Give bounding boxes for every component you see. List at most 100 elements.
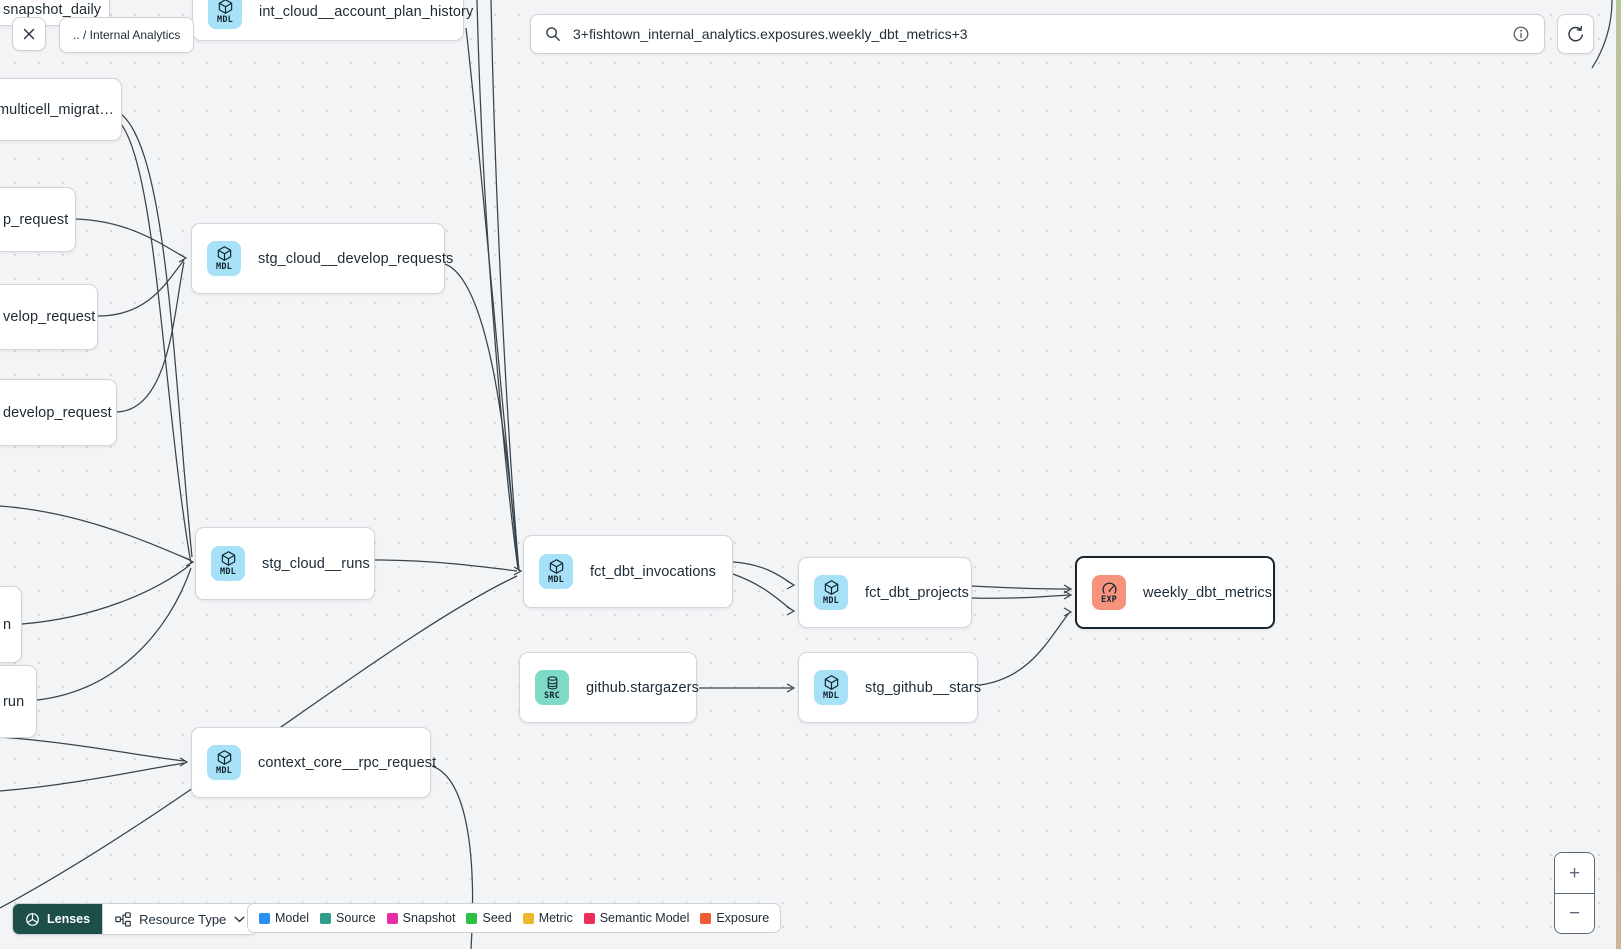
zoom-out-button[interactable]: − <box>1555 893 1594 933</box>
arrowhead <box>513 566 523 576</box>
edge-stg_cloud__develop_requests-to-fct_dbt_invocations <box>444 263 519 568</box>
node-velop_request[interactable]: velop_request <box>0 284 98 350</box>
badge-src: SRC <box>535 670 569 705</box>
resource-type-icon <box>115 911 131 927</box>
node-p_request[interactable]: p_request <box>0 187 76 252</box>
edge-int_cloud-to-fct_dbt_invocations <box>465 27 519 566</box>
legend-swatch <box>700 912 712 924</box>
edge-top-2-to-fct_dbt_invocations <box>490 0 520 572</box>
node-n[interactable]: n <box>0 586 22 663</box>
node-weekly_dbt_metrics[interactable]: EXP weekly_dbt_metrics <box>1075 556 1275 629</box>
node-label: velop_request <box>3 309 96 325</box>
edge-left-to-stg_cloud__runs <box>0 505 191 561</box>
legend-swatch <box>583 912 595 924</box>
badge-exp: EXP <box>1092 575 1126 610</box>
edge-top-right <box>1591 0 1613 69</box>
refresh-button[interactable] <box>1557 14 1594 54</box>
badge-label: MDL <box>217 15 233 26</box>
cube-icon <box>216 245 233 262</box>
edge-stg_cloud__runs-to-fct_dbt_invocations <box>374 559 518 572</box>
node-label: stg_github__stars <box>865 679 982 696</box>
node-stg_cloud__develop_requests[interactable]: MDL stg_cloud__develop_requests <box>191 223 453 294</box>
search-input[interactable] <box>571 25 1502 43</box>
badge-mdl: MDL <box>539 554 573 589</box>
edge-n-to-stg_cloud__runs <box>21 564 191 625</box>
badge-label: SRC <box>544 690 560 701</box>
legend-item-model: Model <box>259 911 309 925</box>
node-label: develop_request <box>3 404 112 421</box>
badge-label: EXP <box>1101 594 1117 605</box>
node-context_core__rpc_request[interactable]: MDL context_core__rpc_request <box>191 727 436 798</box>
badge-label: MDL <box>216 766 232 777</box>
node-label: stg_cloud__runs <box>262 555 370 572</box>
edge-multicell-to-stg_cloud__runs-2 <box>120 123 192 565</box>
arrowhead <box>786 580 796 590</box>
cube-icon <box>217 0 234 15</box>
edge-run-to-stg_cloud__runs <box>36 567 192 701</box>
node-stg_github__stars[interactable]: MDL stg_github__stars <box>798 652 982 723</box>
node-label: fct_dbt_projects <box>865 584 969 601</box>
search-icon <box>545 26 561 42</box>
arrowhead <box>786 606 796 616</box>
lenses-label: Lenses <box>47 912 91 926</box>
legend-label: Metric <box>538 911 573 925</box>
edge-fct_dbt_invocations-to-fct_dbt_projects-1 <box>732 561 793 585</box>
edge-stg_github__stars-to-weekly_dbt_metrics <box>979 612 1070 686</box>
legend-label: Seed <box>482 911 512 925</box>
arrowhead <box>1063 607 1073 617</box>
legend-label: Model <box>275 911 310 925</box>
node-run[interactable]: run <box>0 665 37 738</box>
chevron-down-icon <box>234 916 245 923</box>
badge-label: MDL <box>548 575 564 586</box>
edge-multicell-to-stg_cloud__runs-1 <box>120 113 193 558</box>
edge-p_request-to-stg_cloud__develop_requests <box>75 218 185 258</box>
edge-fct_dbt_invocations-to-fct_dbt_projects-2 <box>732 573 793 611</box>
arrowhead <box>178 253 188 263</box>
node-label: stg_cloud__develop_requests <box>258 250 454 267</box>
screen-edge-artifact <box>1616 0 1621 949</box>
node-develop_request[interactable]: develop_request <box>0 379 117 446</box>
refresh-icon <box>1566 25 1585 44</box>
database-icon <box>545 675 560 691</box>
lenses-button[interactable]: Lenses <box>13 904 103 934</box>
badge-mdl: MDL <box>814 575 848 610</box>
edge-fct_dbt_projects-to-weekly_dbt_metrics-2 <box>971 594 1070 599</box>
breadcrumb-label: .. / Internal Analytics <box>73 28 181 42</box>
node-multicell_migrat…[interactable]: multicell_migrat… <box>0 78 122 141</box>
zoom-controls: + − <box>1554 852 1595 934</box>
node-fct_dbt_projects[interactable]: MDL fct_dbt_projects <box>798 557 972 628</box>
badge-mdl: MDL <box>814 670 848 705</box>
legend-item-metric: Metric <box>522 911 573 925</box>
legend-label: Snapshot <box>402 911 456 925</box>
node-label: weekly_dbt_metrics <box>1143 584 1273 601</box>
node-label: context_core__rpc_request <box>258 754 437 771</box>
badge-mdl: MDL <box>207 241 241 276</box>
info-icon[interactable] <box>1512 25 1530 43</box>
legend-item-snapshot: Snapshot <box>386 911 456 925</box>
badge-label: MDL <box>823 691 839 702</box>
legend-item-exposure: Exposure <box>700 911 769 925</box>
edge-top-1-to-fct_dbt_invocations <box>476 0 519 570</box>
resource-type-label: Resource Type <box>139 911 227 927</box>
cube-icon <box>823 579 840 596</box>
search-bar[interactable] <box>530 14 1545 54</box>
node-label: run <box>3 693 25 710</box>
close-icon <box>22 27 36 41</box>
resource-type-dropdown[interactable]: Resource Type <box>102 904 258 934</box>
legend-item-seed: Seed <box>466 911 512 925</box>
zoom-in-button[interactable]: + <box>1555 853 1594 893</box>
lenses-bar: Lenses Resource Type <box>12 903 259 935</box>
legend-swatch <box>259 912 270 924</box>
arrowhead <box>1063 590 1073 600</box>
legend-swatch <box>386 912 398 924</box>
legend-swatch <box>466 912 478 924</box>
close-button[interactable] <box>12 17 46 51</box>
breadcrumb[interactable]: .. / Internal Analytics <box>59 17 195 53</box>
